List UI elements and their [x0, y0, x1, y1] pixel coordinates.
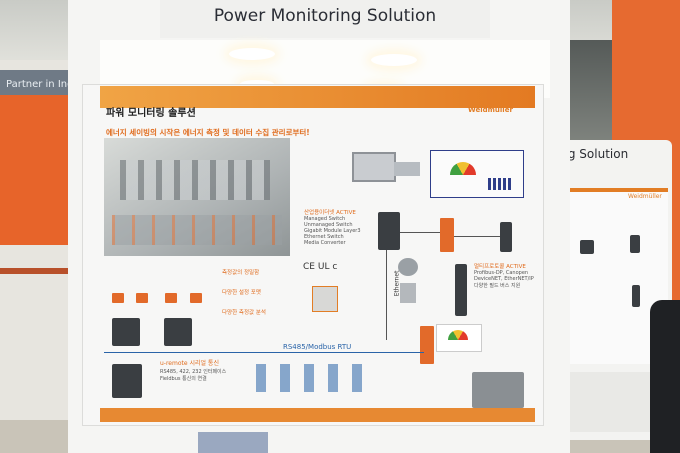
visitor-silhouette	[650, 300, 680, 453]
ethernet-label: Ethernet	[393, 270, 401, 297]
remote-item: Fieldbus 통신의 연결	[160, 376, 207, 382]
left-orange-wall	[0, 95, 78, 245]
ce-mark: CE	[303, 262, 315, 272]
ul-mark: UL	[317, 262, 330, 272]
right-brand-logo: Weidmüller	[628, 193, 662, 200]
switch-item: Gigabit Module Layer3	[304, 228, 361, 234]
stand-header	[160, 0, 490, 38]
connector-line	[454, 236, 500, 237]
gauge-icon	[448, 330, 468, 340]
sensor-device	[398, 258, 418, 276]
device-cluster	[394, 162, 420, 176]
gateway-device	[500, 222, 512, 252]
gateway-item: DeviceNET, EtherNET/IP	[474, 276, 534, 282]
meter-feature-title: 다양한 측정값 분석	[222, 310, 266, 316]
poster-title: 파워 모니터링 솔루션	[106, 108, 196, 119]
bar-graph-icon	[488, 178, 512, 190]
poster-title-band	[100, 86, 535, 108]
connector-line	[400, 232, 440, 233]
switch-item: Ethernet Switch	[304, 234, 344, 240]
rs485-bus-line	[104, 352, 424, 353]
current-transformer	[136, 293, 148, 303]
switch-item: Managed Switch	[304, 216, 346, 222]
switch-list-title: 산업용이더넷 ACTIVE	[304, 210, 356, 216]
remote-item: RS485, 422, 232 인터페이스	[160, 369, 227, 375]
right-device	[632, 285, 640, 307]
right-device	[630, 235, 640, 253]
dashboard-screen	[430, 150, 524, 198]
poster-bottom-band	[100, 408, 535, 422]
rs485-label: RS485/Modbus RTU	[283, 343, 352, 351]
left-shelf	[0, 268, 72, 274]
right-board-title: ring Solution	[552, 147, 629, 161]
protocol-logos	[256, 364, 376, 392]
sensor-device	[400, 283, 416, 303]
gateway-item: Profibus-DP, Canopen	[474, 270, 529, 276]
current-transformer	[165, 293, 177, 303]
ceiling-light	[371, 54, 417, 66]
stand-header-title: Power Monitoring Solution	[213, 6, 437, 26]
factory-machinery	[120, 160, 270, 200]
media-converter	[420, 326, 434, 364]
remote-section-title: u-remote 시리얼 통신	[160, 360, 219, 367]
c-mark: c	[332, 262, 338, 272]
brand-logo: Weidmüller	[468, 106, 513, 114]
meter-feature-title: 측정값의 정밀함	[222, 270, 260, 276]
power-meter	[164, 318, 192, 346]
right-display-desk	[556, 372, 656, 432]
switch-item: Unmanaged Switch	[304, 222, 353, 228]
current-transformer	[190, 293, 202, 303]
gateway-list: 멀티프로토콜 ACTIVE Profibus-DP, Canopen Devic…	[474, 262, 534, 289]
gateway-device	[440, 218, 454, 252]
brochure-on-table	[198, 432, 268, 453]
managed-switch	[378, 212, 400, 250]
meter-feature-title: 다양한 설정 포맷	[222, 290, 261, 296]
ethernet-line	[386, 250, 387, 340]
switch-item: Media Converter	[304, 240, 346, 246]
right-device	[580, 240, 594, 254]
u-remote-module	[112, 364, 142, 398]
factory-machinery	[112, 215, 282, 245]
power-meter	[112, 318, 140, 346]
gateway-device	[455, 264, 467, 316]
ceiling-light	[229, 48, 275, 60]
switch-list: 산업용이더넷 ACTIVE Managed Switch Unmanaged S…	[304, 208, 361, 246]
laptop-image	[352, 152, 396, 182]
poster-subtitle: 에너지 세이빙의 시작은 에너지 측정 및 데이터 수집 관리로부터!	[106, 128, 310, 137]
gateway-item: 다양한 필드 버스 지원	[474, 283, 521, 289]
energy-meter	[312, 286, 338, 312]
gateway-list-title: 멀티프로토콜 ACTIVE	[474, 264, 526, 270]
meter-feature-list: 측정값의 정밀함 다양한 설정 포맷 다양한 측정값 분석	[222, 268, 292, 328]
right-poster	[558, 188, 668, 364]
gauge-icon	[450, 162, 476, 175]
partner-sign-text: Partner in Ind	[6, 79, 74, 90]
current-transformer	[112, 293, 124, 303]
certification-marks: CE UL c	[303, 262, 337, 272]
remote-io-rack	[472, 372, 524, 408]
remote-list: RS485, 422, 232 인터페이스 Fieldbus 통신의 연결	[160, 368, 226, 382]
